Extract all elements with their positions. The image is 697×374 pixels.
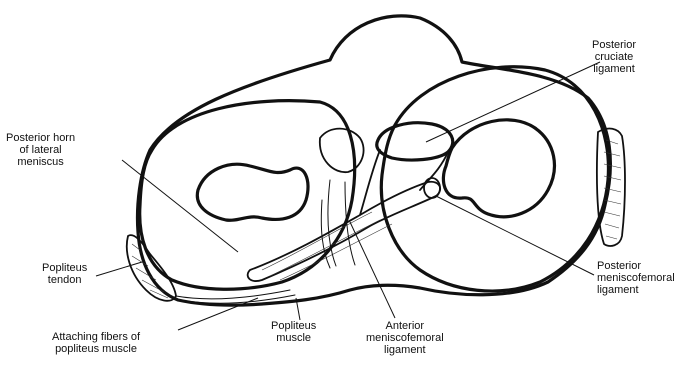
label-line: muscle	[271, 332, 316, 344]
label-line: tendon	[42, 274, 87, 286]
tibial-plateau-outline	[138, 16, 611, 305]
label-line: meniscofemoral	[597, 272, 675, 284]
label-line: ligament	[366, 344, 444, 356]
label-line: ligament	[592, 63, 636, 75]
label-anterior-meniscofemoral-ligament: Anterior meniscofemoral ligament	[366, 320, 444, 356]
label-line: of lateral	[6, 144, 75, 156]
label-line: Popliteus	[42, 262, 87, 274]
tibial-tuberosity	[597, 129, 625, 246]
lateral-inner-fossa	[197, 164, 308, 220]
label-line: Posterior	[592, 39, 636, 51]
label-posterior-cruciate-ligament: Posterior cruciate ligament	[592, 39, 636, 75]
label-line: Attaching fibers of	[52, 331, 140, 343]
label-line: Anterior	[366, 320, 444, 332]
label-popliteus-tendon: Popliteus tendon	[42, 262, 87, 286]
label-line: meniscofemoral	[366, 332, 444, 344]
label-popliteus-muscle: Popliteus muscle	[271, 320, 316, 344]
label-posterior-meniscofemoral-ligament: Posterior meniscofemoral ligament	[597, 260, 675, 296]
label-line: meniscus	[6, 156, 75, 168]
meniscofemoral-ligament-band	[248, 182, 441, 281]
lateral-condyle-surface	[140, 101, 355, 290]
label-attaching-fibers-popliteus-muscle: Attaching fibers of popliteus muscle	[52, 331, 140, 355]
label-line: Posterior	[597, 260, 675, 272]
label-line: Posterior horn	[6, 132, 75, 144]
label-line: Popliteus	[271, 320, 316, 332]
label-line: ligament	[597, 284, 675, 296]
label-line: cruciate	[592, 51, 636, 63]
intercondylar-eminence	[320, 129, 364, 173]
medial-inner-fossa	[443, 120, 554, 217]
medial-condyle-surface	[381, 67, 608, 291]
label-line: popliteus muscle	[52, 343, 140, 355]
label-posterior-horn-lateral-meniscus: Posterior horn of lateral meniscus	[6, 132, 75, 168]
